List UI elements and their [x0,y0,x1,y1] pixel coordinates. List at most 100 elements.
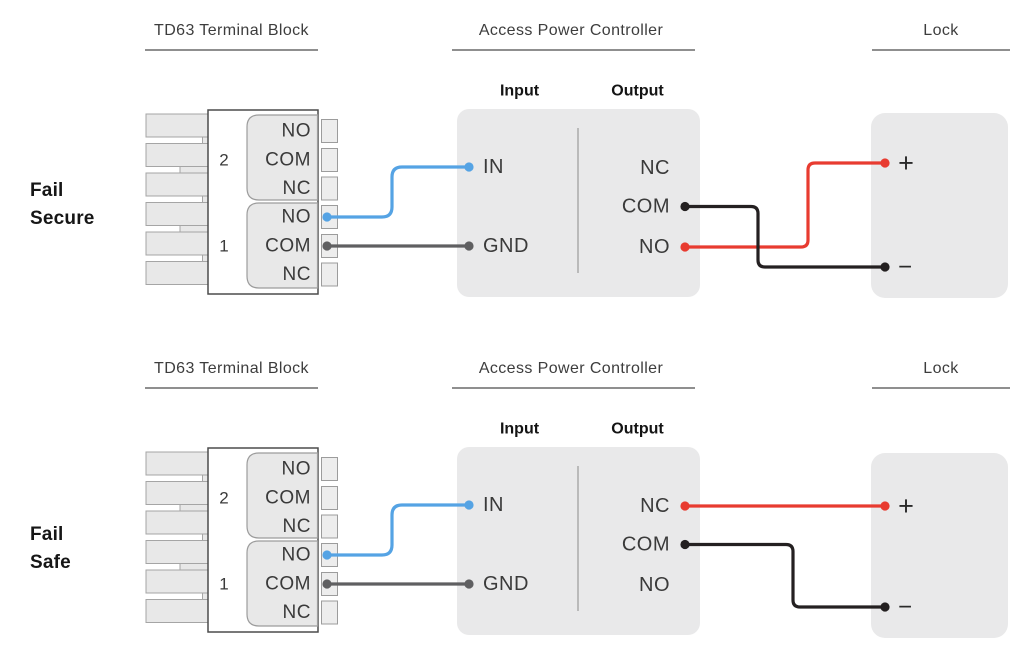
relay-group-1 [246,202,319,289]
relay-group-2 [246,452,319,539]
terminal-tab [321,600,338,625]
terminal-tab [321,262,338,287]
terminal-pin-label: NC [283,516,311,537]
section-title-fail-secure: Fail Secure [30,177,150,233]
relay-number: 2 [219,489,228,508]
wire-terminal-dot [880,262,890,272]
terminal-heatsink-fins [145,451,210,623]
terminal-pin-label: COM [265,488,311,509]
relay-group-1 [246,540,319,627]
terminal-pin-label: COM [265,236,311,257]
heatsink-fin [145,599,209,623]
controller-input-pin: GND [483,573,529,595]
wire-relay1-no-to-in [325,165,471,219]
controller-output-pin: COM [622,196,670,218]
fin-connector [179,503,209,513]
heatsink-fin [145,451,209,476]
wire-output-no-to-positive [683,161,887,249]
terminal-pin-label: COM [265,150,311,171]
terminal-pin-label: NC [283,178,311,199]
heatsink-fin [145,481,209,505]
output-column-label: Output [611,83,664,100]
input-column-label: Input [500,83,540,100]
terminal-pin-label: NO [282,545,312,566]
heatsink-fin [145,231,209,256]
relay-number: 2 [219,151,228,170]
fin-connector [179,224,209,234]
wire-terminal-dot [680,539,690,550]
terminal-tab [321,119,338,143]
controller-input-pin: GND [483,235,529,257]
heatsink-fin [145,510,209,535]
lock-negative-terminal-label: − [898,594,912,621]
wire-terminal-dot [880,158,890,168]
lock-box [871,113,1008,298]
component-header: Lock [923,360,959,377]
component-header: TD63 Terminal Block [154,22,310,39]
terminal-tab [321,486,338,510]
component-header: TD63 Terminal Block [154,360,310,377]
wire-output-com-to-negative [683,204,887,269]
relay-number: 1 [219,575,228,594]
section-fail-safe: TD63 Terminal Block Access Power Controll… [145,360,1010,638]
terminal-pin-label: NC [283,264,311,285]
controller-output-pin: NC [640,157,670,179]
terminal-tab [321,514,338,539]
heatsink-fin [145,261,209,285]
terminal-pin-label: NO [282,121,312,142]
section-title-line: Safe [30,552,71,573]
wire-terminal-dot [464,579,474,589]
section-title-fail-safe: Fail Safe [30,521,150,577]
section-title-line: Secure [30,208,95,229]
wire-terminal-dot [322,550,332,560]
wire-terminal-dot [680,501,690,511]
wire-terminal-dot [680,201,690,212]
terminal-tab [321,176,338,201]
component-header: Access Power Controller [479,22,664,39]
wire-terminal-dot [322,212,332,222]
wire-relay1-no-to-in [325,503,471,557]
output-column-label: Output [611,421,664,438]
controller-output-pin: COM [622,534,670,556]
heatsink-fin [145,143,209,167]
component-header: Access Power Controller [479,360,664,377]
controller-output-pin: NC [640,495,670,517]
controller-input-pin: IN [483,156,504,178]
terminal-pin-label: NO [282,459,312,480]
lock-positive-terminal-label: + [898,148,914,178]
wire-terminal-dot [680,242,690,252]
terminal-heatsink-fins [145,113,210,285]
lock-positive-terminal-label: + [898,491,914,521]
wire-terminal-dot [464,162,474,172]
wire-terminal-dot [464,241,474,251]
heatsink-fin [145,202,209,226]
terminal-pin-label: COM [265,574,311,595]
controller-output-pin: NO [639,236,670,258]
terminal-tab [321,148,338,172]
section-fail-secure: TD63 Terminal Block Access Power Controll… [145,22,1010,298]
heatsink-fin [145,540,209,564]
section-title-line: Fail [30,524,64,545]
lock-negative-terminal-label: − [898,254,912,281]
wire-terminal-dot [880,501,890,511]
wire-terminal-dot [322,241,332,251]
heatsink-fin [145,172,209,197]
wire-terminal-dot [880,602,890,612]
relay-number: 1 [219,237,228,256]
section-title-line: Fail [30,180,64,201]
controller-input-pin: IN [483,494,504,516]
fin-connector [179,562,209,572]
lock-box [871,453,1008,638]
controller-output-pin: NO [639,574,670,596]
heatsink-fin [145,569,209,594]
input-column-label: Input [500,421,540,438]
fin-connector [179,165,209,175]
component-header: Lock [923,22,959,39]
heatsink-fin [145,113,209,138]
terminal-tab [321,457,338,481]
wire-terminal-dot [464,500,474,510]
terminal-pin-label: NO [282,207,312,228]
wire-terminal-dot [322,579,332,589]
